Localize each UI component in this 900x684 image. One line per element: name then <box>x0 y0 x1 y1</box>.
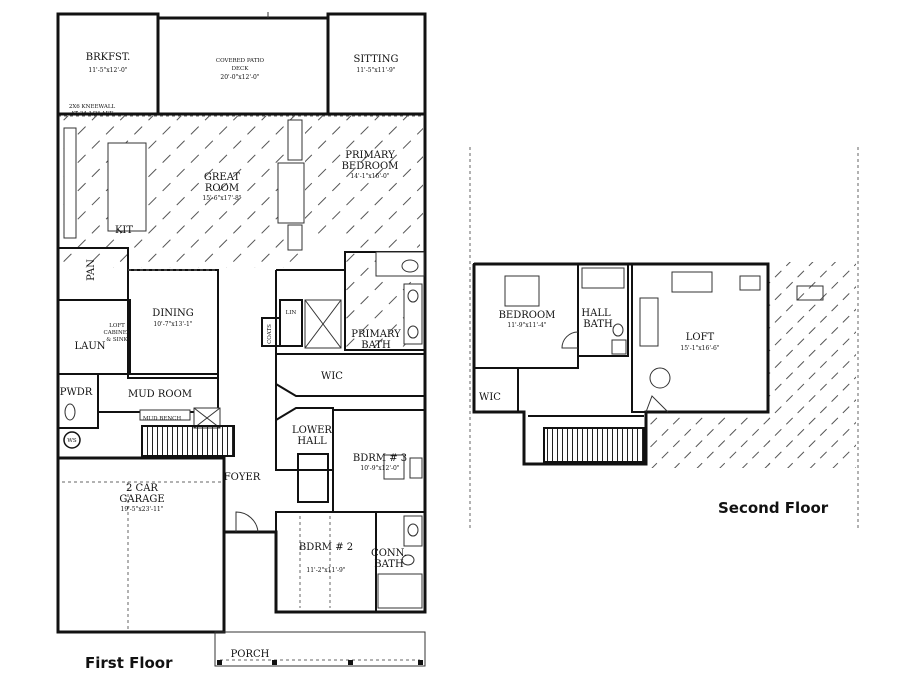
primary-bedroom-dim: 14'-1"x16'-0" <box>350 173 389 180</box>
great-room-label: GREAT <box>204 172 240 183</box>
laun-label: LAUN <box>74 341 105 352</box>
bdrm2-label: BDRM # 2 <box>299 542 353 553</box>
porch-label: PORCH <box>231 649 270 660</box>
kneewall-note: 2X6 KNEEWALL <box>69 104 116 110</box>
sf-bedroom-dim: 11'-9"x11'-4" <box>507 322 546 329</box>
great-room-label2: ROOM <box>205 183 239 194</box>
garage-label2: GARAGE <box>119 494 164 505</box>
sf-wic-label: WIC <box>479 392 501 403</box>
wic-label: WIC <box>321 371 343 382</box>
mud-bench-note: MUD BENCH <box>143 416 182 422</box>
primary-bedroom-label2: BEDROOM <box>342 161 399 172</box>
kit-label: KIT <box>115 225 133 236</box>
patio-dim: 20'-0"x12'-0" <box>220 74 259 81</box>
hatch-second-floor-right <box>768 262 856 468</box>
sf-loft-label: LOFT <box>686 332 715 343</box>
wic-room <box>275 353 426 397</box>
dining-dim: 10'-7"x13'-1" <box>153 321 192 328</box>
garage-dim: 19'-5"x23'-11" <box>121 506 164 513</box>
second-floor-stairs <box>543 427 645 463</box>
conn-bath-label2: BATH <box>374 559 404 570</box>
sf-loft-room <box>631 263 769 413</box>
sf-hall-bath-room <box>577 263 629 357</box>
patio-label: COVERED PATIO <box>216 58 265 64</box>
sf-hall-bath-label2: BATH <box>583 319 613 330</box>
mudroom-label: MUD ROOM <box>128 389 192 400</box>
powder-room <box>57 373 99 429</box>
pan-label: PAN <box>86 259 97 281</box>
bdrm3-dim: 10'-9"x12'-0" <box>360 465 399 472</box>
kitchen-island <box>107 142 147 232</box>
lin-note: LIN <box>286 310 297 316</box>
loft-cabinet-note3: & SINK <box>106 337 128 343</box>
pwdr-label: PWDR <box>60 387 93 398</box>
foyer-label: FOYER <box>224 472 261 483</box>
garage-label: 2 CAR <box>126 483 158 494</box>
sitting-dim: 11'-5"x11'-9" <box>356 67 395 74</box>
primary-bedroom-label: PRIMARY <box>345 150 395 161</box>
hatch-primary-bedroom <box>305 116 423 236</box>
bdrm2-room <box>275 511 377 613</box>
sf-loft-dim: 15'-1"x16'-6" <box>680 345 719 352</box>
great-room-dim: 15'-6"x17'-8" <box>202 195 241 202</box>
brkfst-dim: 11'-5"x12'-0" <box>88 67 127 74</box>
lower-hall-label2: HALL <box>297 436 327 447</box>
sitting-label: SITTING <box>353 54 398 65</box>
primary-bath-label: PRIMARY <box>351 329 401 340</box>
first-floor-plan <box>56 12 427 667</box>
kneewall-note2: AT 34 1/2" AFF <box>70 111 114 117</box>
garage-room <box>56 456 226 634</box>
hatch-second-floor-bottom <box>646 412 770 468</box>
coats-note: COATS <box>267 324 273 344</box>
sf-wic-room <box>473 367 519 413</box>
ws-note: WS <box>67 438 77 444</box>
primary-bath-label2: BATH <box>361 340 391 351</box>
porch-area <box>214 631 426 667</box>
hatch-great-kitchen <box>62 116 302 268</box>
conn-bath-label: CONN. <box>371 548 407 559</box>
second-floor-title: Second Floor <box>718 499 829 517</box>
dining-label: DINING <box>152 308 193 319</box>
loft-cabinet-note: LOFT <box>109 323 125 329</box>
patio-label2: DECK <box>232 66 250 72</box>
lower-hall-label: LOWER <box>292 425 332 436</box>
brkfst-room <box>56 12 160 116</box>
bdrm2-dim: 11'-2"x11'-9" <box>306 567 345 574</box>
first-floor-stairs <box>141 425 235 457</box>
sf-hall-bath-label: HALL <box>581 308 611 319</box>
first-floor-title: First Floor <box>85 654 173 672</box>
sf-bedroom-label: BEDROOM <box>499 310 556 321</box>
brkfst-label: BRKFST. <box>86 52 131 63</box>
second-floor-plan <box>469 147 859 530</box>
bdrm3-label: BDRM # 3 <box>353 453 407 464</box>
loft-cabinet-note2: CABINET <box>104 330 131 336</box>
conn-bath-room <box>375 511 426 613</box>
